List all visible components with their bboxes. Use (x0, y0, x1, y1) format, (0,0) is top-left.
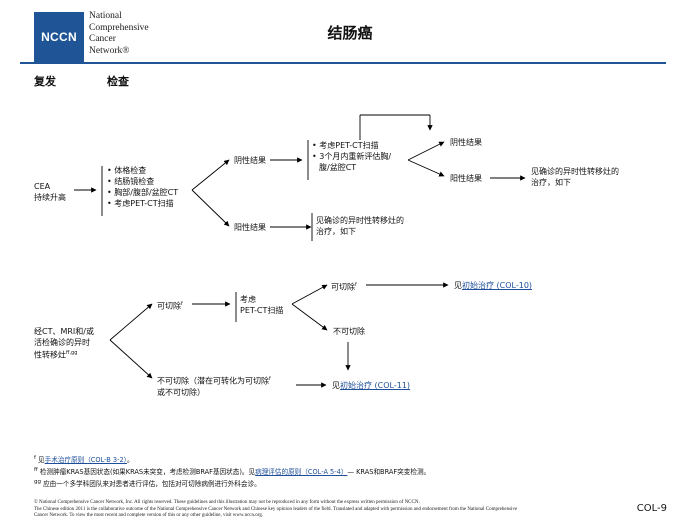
exam-item: • 考虑PET-CT扫描 (107, 199, 174, 208)
nccn-logo-wordmark: National Comprehensive Cancer Network® (89, 11, 149, 57)
exam-item: • 结肠镜检查 (107, 177, 155, 186)
mets-line: 性转移灶ff,gg (34, 350, 78, 360)
column-header-workup: 检查 (107, 75, 129, 88)
exam-item: • 体格检查 (107, 166, 147, 175)
arrow-to-negative (191, 159, 230, 191)
pet-line: 考虑 (240, 295, 256, 304)
unresectable-line: 或不可切除） (157, 387, 205, 397)
surgery-principles-link[interactable]: 手术治疗原则（COL-B 3-2） (44, 456, 127, 465)
copyright-line: Cancer Network. To view the most recent … (34, 513, 264, 518)
column-header-recurrence: 复发 (34, 75, 56, 88)
resectable2-label: 可切除f (331, 282, 357, 292)
col10-link[interactable]: 初始治疗 (COL-10) (462, 281, 533, 290)
footnote-f: f 见手术治疗原则（COL-B 3-2）。 (34, 455, 134, 465)
consider-pet-list: • 考虑PET-CT扫描 • 3个月内重新评估胸/ 腹/盆腔CT (312, 140, 391, 173)
copyright-line: © National Comprehensive Cancer Network,… (34, 500, 420, 505)
footnote-ref: ff,gg (66, 350, 78, 356)
see-mets-line: 见确诊的异时性转移灶的 (531, 167, 619, 176)
cea-line: 持续升高 (34, 193, 66, 202)
arrow-to-consider-pos (407, 159, 445, 177)
consider-item: 腹/盆腔CT (319, 163, 357, 172)
positive-result-label: 阳性结果 (234, 223, 266, 232)
negative-result-label: 阴性结果 (234, 156, 266, 165)
see-mets-line: 治疗，如下 (316, 227, 356, 236)
see-mets-line: 治疗，如下 (531, 178, 571, 187)
nccn-logo: NCCN (34, 12, 84, 62)
cea-line: CEA (34, 182, 51, 191)
resectable-label: 可切除f (157, 301, 183, 311)
footnote-ref: f (269, 376, 271, 382)
footnote-ref: f (181, 301, 183, 307)
copyright-line: The Chinese edition 2011 is the collabor… (34, 506, 518, 512)
logo-line: Comprehensive (89, 22, 149, 33)
logo-line: Network® (89, 45, 130, 56)
consider-positive-label: 阳性结果 (450, 174, 482, 183)
exam-item: • 胸部/腹部/盆腔CT (107, 188, 179, 197)
header-rule (20, 62, 666, 64)
arrow-to-consider-neg (407, 141, 445, 161)
arrow-to-resectable2 (291, 284, 328, 305)
footnote-mark: ff (34, 467, 38, 474)
unresectable-line: 不可切除（潜在可转化为可切除f (157, 376, 271, 386)
arrow-to-unresectable (291, 303, 328, 331)
consider-pet-box: 考虑 PET-CT扫描 (240, 294, 283, 316)
footnote-mark: f (34, 455, 36, 461)
see-col11: 见初始治疗 (COL-11) (332, 381, 411, 390)
consider-item: • 考虑PET-CT扫描 (312, 141, 379, 150)
metachronous-mets-box: 经CT、MRI和/或 活检确诊的异时 性转移灶ff,gg (34, 326, 94, 361)
consider-negative-label: 阴性结果 (450, 138, 482, 147)
logo-line: Cancer (89, 34, 116, 44)
footnote-mark: gg (34, 479, 41, 486)
arrow-to-positive (191, 189, 230, 227)
pathology-principles-link[interactable]: 病理评估的原则（COL-A 5-4） (255, 468, 348, 477)
footnote-ff: ff 检测肿瘤KRAS基因状态(如果KRAS未突变，考虑检测BRAF基因状态)。… (34, 467, 431, 477)
unresectable-long-box: 不可切除（潜在可转化为可切除f 或不可切除） (157, 374, 271, 398)
mets-line: 经CT、MRI和/或 (34, 327, 94, 336)
page-title: 结肠癌 (327, 24, 373, 42)
mets-line: 活检确诊的异时 (34, 338, 90, 347)
footnote-gg: gg 应由一个多学科团队来对患者进行评估，包括对可切除病例进行外科会诊。 (34, 479, 261, 489)
see-col10: 见初始治疗 (COL-10) (454, 281, 533, 290)
page-id: COL-9 (636, 503, 667, 514)
cea-rising-box: CEA 持续升高 (34, 181, 66, 203)
exams-list: • 体格检查 • 结肠镜检查 • 胸部/腹部/盆腔CT • 考虑PET-CT扫描 (107, 165, 178, 209)
footnote-ref: f (355, 282, 357, 288)
pet-line: PET-CT扫描 (240, 306, 284, 315)
copyright-notice: © National Comprehensive Cancer Network,… (34, 500, 614, 520)
unresectable-label: 不可切除 (333, 327, 365, 336)
col11-link[interactable]: 初始治疗 (COL-11) (340, 381, 411, 390)
arrow-to-unresectable-long (109, 339, 153, 379)
see-mets-line: 见确诊的异时性转移灶的 (316, 216, 404, 225)
see-mets-bottom: 见确诊的异时性转移灶的 治疗，如下 (316, 215, 404, 237)
logo-line: National (89, 11, 122, 21)
consider-item: • 3个月内重新评估胸/ (312, 152, 392, 161)
see-mets-top: 见确诊的异时性转移灶的 治疗，如下 (531, 166, 619, 188)
footnotes: f 见手术治疗原则（COL-B 3-2）。 ff 检测肿瘤KRAS基因状态(如果… (34, 453, 430, 490)
arrow-to-resectable (109, 303, 153, 341)
